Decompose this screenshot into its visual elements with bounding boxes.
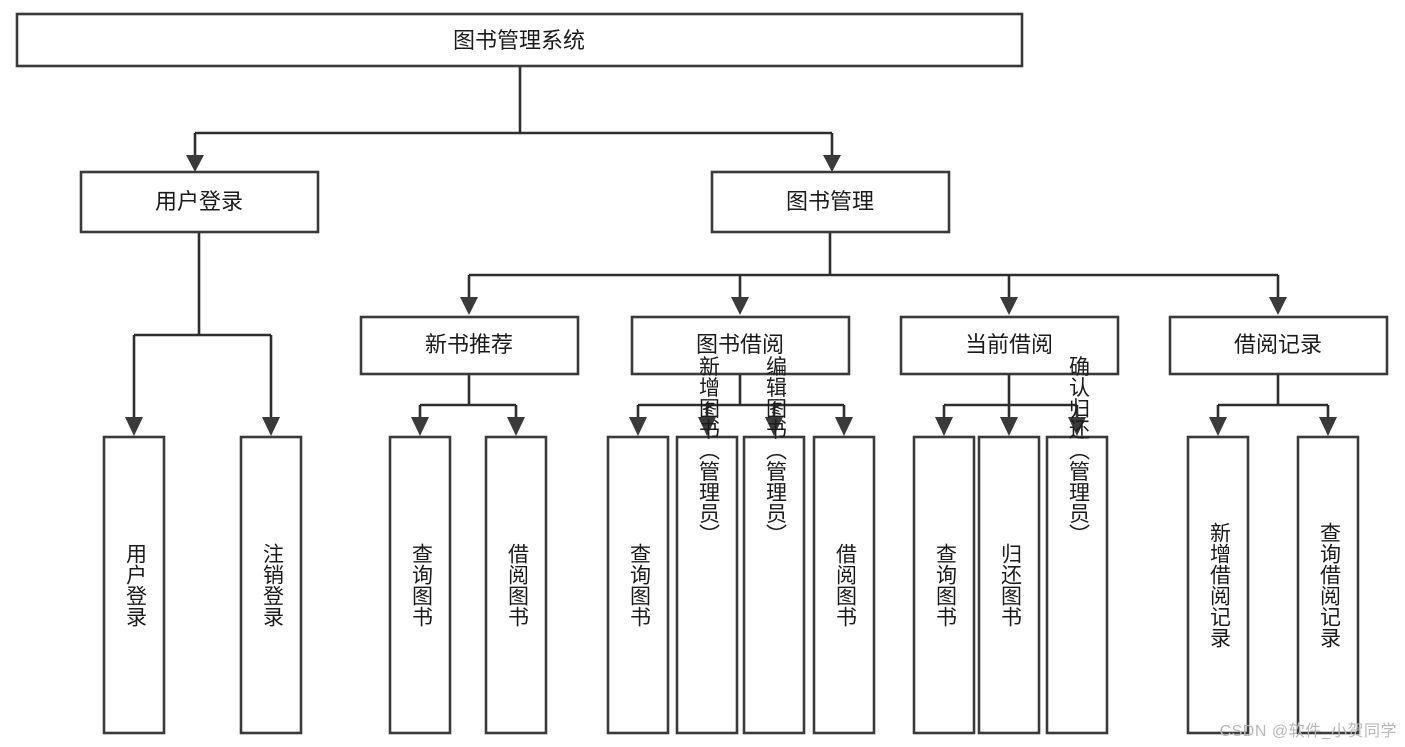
node-leaf-user-login-label: 用户登录 <box>123 543 147 627</box>
node-book-manage-box[interactable] <box>710 170 951 234</box>
node-leaf-add-book-label: 新增图书（管理员） <box>696 356 720 545</box>
node-leaf-query-record[interactable]: 查询借阅记录 <box>1296 435 1360 735</box>
node-leaf-return-book-label: 归还图书 <box>998 543 1022 627</box>
connector-root-to-level2 <box>186 66 841 172</box>
node-leaf-query-book-2-box[interactable] <box>606 435 670 735</box>
node-leaf-edit-book[interactable]: 编辑图书（管理员） <box>742 356 806 735</box>
node-leaf-borrow-book-1-label: 借阅图书 <box>505 543 529 627</box>
connector-bookborrow-to-leaves <box>629 375 853 436</box>
node-root-box[interactable] <box>15 12 1024 68</box>
node-user-login-label: 用户登录 <box>155 189 243 214</box>
node-leaf-query-book-2-label: 查询图书 <box>627 543 651 627</box>
node-book-borrow-label: 图书借阅 <box>696 332 784 357</box>
node-leaf-add-book-box[interactable] <box>675 435 739 735</box>
node-current-borrow-box[interactable] <box>899 315 1120 376</box>
node-leaf-borrow-book-1-box[interactable] <box>484 435 548 735</box>
node-leaf-query-book-1[interactable]: 查询图书 <box>388 435 452 735</box>
node-leaf-return-book[interactable]: 归还图书 <box>977 435 1041 735</box>
node-leaf-query-book-3-box[interactable] <box>912 435 976 735</box>
node-book-manage-label: 图书管理 <box>786 189 874 214</box>
node-leaf-add-record-box[interactable] <box>1186 435 1250 735</box>
node-leaf-add-book[interactable]: 新增图书（管理员） <box>675 356 739 735</box>
node-leaf-query-book-1-label: 查询图书 <box>409 543 433 627</box>
connector-newbookrec-to-leaves <box>411 375 525 436</box>
node-leaf-confirm-return-box[interactable] <box>1045 435 1109 735</box>
node-leaf-user-login-box[interactable] <box>102 435 166 735</box>
node-borrow-record-box[interactable] <box>1168 315 1389 376</box>
node-leaf-query-book-3[interactable]: 查询图书 <box>912 435 976 735</box>
node-leaf-add-record-label: 新增借阅记录 <box>1207 522 1231 648</box>
node-leaf-logout-box[interactable] <box>239 435 303 735</box>
node-leaf-user-login[interactable]: 用户登录 <box>102 435 166 735</box>
node-borrow-record[interactable]: 借阅记录 <box>1168 315 1389 376</box>
node-new-book-rec[interactable]: 新书推荐 <box>359 315 580 376</box>
node-leaf-query-book-3-label: 查询图书 <box>933 543 957 627</box>
node-current-borrow[interactable]: 当前借阅 <box>899 315 1120 376</box>
node-book-manage[interactable]: 图书管理 <box>710 170 951 234</box>
node-new-book-rec-box[interactable] <box>359 315 580 376</box>
node-leaf-return-book-box[interactable] <box>977 435 1041 735</box>
connector-userlogin-to-leaves <box>125 232 280 436</box>
node-leaf-borrow-book-1[interactable]: 借阅图书 <box>484 435 548 735</box>
node-leaf-query-book-2[interactable]: 查询图书 <box>606 435 670 735</box>
node-root[interactable]: 图书管理系统 <box>15 12 1024 68</box>
node-leaf-confirm-return[interactable]: 确认归还（管理员） <box>1045 356 1109 735</box>
node-leaf-borrow-book-2[interactable]: 借阅图书 <box>812 435 876 735</box>
node-leaf-borrow-book-2-box[interactable] <box>812 435 876 735</box>
node-user-login-box[interactable] <box>79 170 320 234</box>
connector-currentborrow-to-leaves <box>935 375 1086 436</box>
node-borrow-record-label: 借阅记录 <box>1234 332 1322 357</box>
node-book-borrow[interactable]: 图书借阅 <box>630 315 851 376</box>
node-leaf-confirm-return-label: 确认归还（管理员） <box>1066 356 1090 545</box>
node-leaf-query-record-box[interactable] <box>1296 435 1360 735</box>
connector-borrowrecord-to-leaves <box>1209 375 1337 436</box>
node-root-label: 图书管理系统 <box>453 28 585 53</box>
node-current-borrow-label: 当前借阅 <box>965 332 1053 357</box>
node-leaf-logout-label: 注销登录 <box>260 543 284 627</box>
node-leaf-borrow-book-2-label: 借阅图书 <box>833 543 857 627</box>
node-leaf-logout[interactable]: 注销登录 <box>239 435 303 735</box>
connector-bookmanage-to-level3 <box>460 232 1287 315</box>
node-leaf-edit-book-label: 编辑图书（管理员） <box>763 356 787 545</box>
node-user-login[interactable]: 用户登录 <box>79 170 320 234</box>
node-new-book-rec-label: 新书推荐 <box>425 332 513 357</box>
node-book-borrow-box[interactable] <box>630 315 851 376</box>
node-leaf-query-record-label: 查询借阅记录 <box>1317 522 1341 648</box>
node-leaf-query-book-1-box[interactable] <box>388 435 452 735</box>
node-leaf-add-record[interactable]: 新增借阅记录 <box>1186 435 1250 735</box>
node-leaf-edit-book-box[interactable] <box>742 435 806 735</box>
